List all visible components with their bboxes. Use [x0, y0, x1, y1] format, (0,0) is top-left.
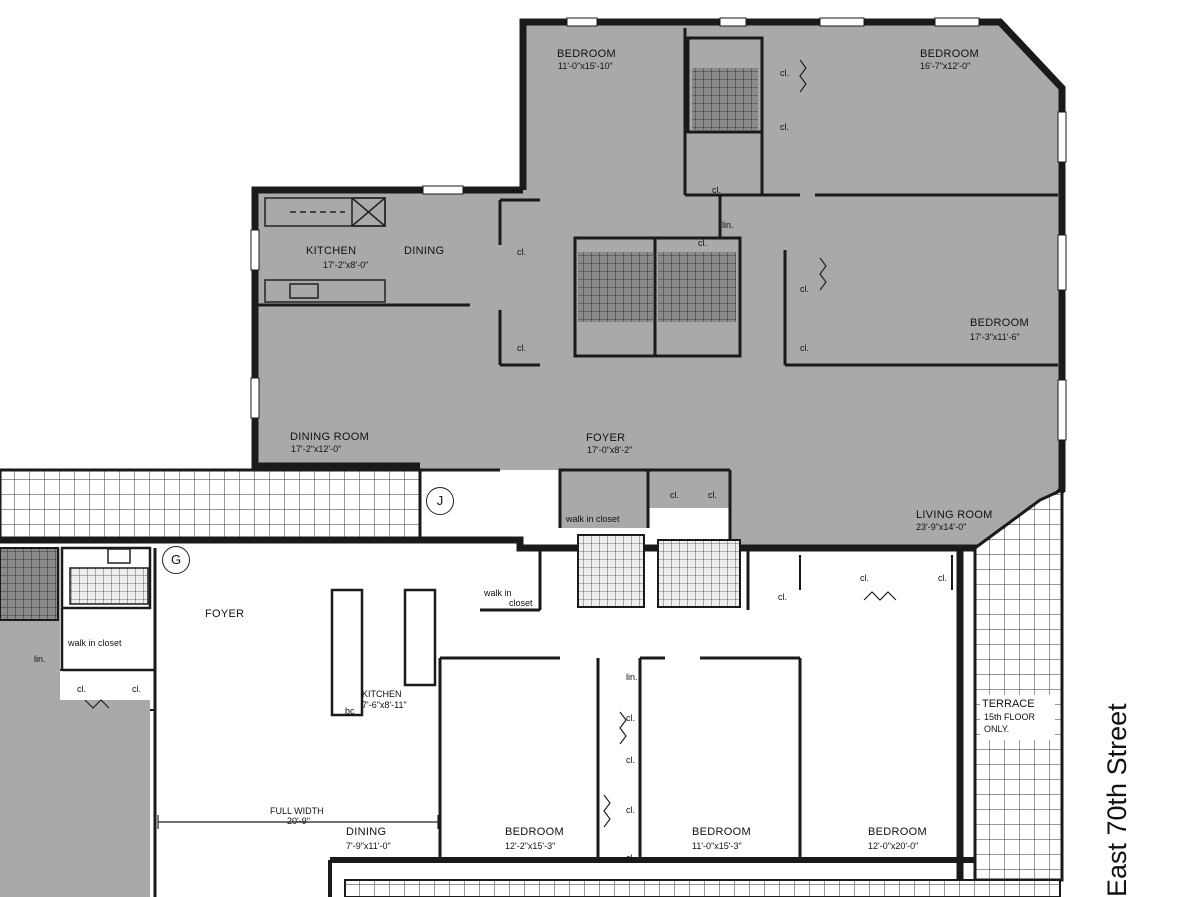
linen-label-lower-left: lin.: [34, 654, 46, 664]
marker-g: G: [162, 546, 190, 574]
room-name-bedroom-upper-3: BEDROOM: [970, 317, 1029, 329]
room-name-bedroom-lower-3: BEDROOM: [868, 826, 927, 838]
closet-label-upper: cl.: [780, 68, 789, 78]
room-name-bedroom-upper-2: BEDROOM: [920, 48, 979, 60]
closet-label-upper: cl.: [517, 247, 526, 257]
linen-label-upper: lin.: [722, 220, 734, 230]
walk-in-closet-lower-b-line1: walk in: [484, 588, 512, 598]
street-label: East 70th Street: [1102, 703, 1132, 897]
marker-j: J: [426, 487, 454, 515]
terrace-label-line2: 15th FLOOR: [984, 712, 1036, 722]
closet-label-upper: cl.: [698, 238, 707, 248]
closet-label-upper: cl.: [517, 343, 526, 353]
room-dims-dining-lower: 7'-9"x11'-0": [346, 841, 391, 851]
room-name-foyer-upper: FOYER: [586, 432, 626, 444]
closet-label-lower: cl.: [132, 684, 141, 694]
room-name-living-room-upper: LIVING ROOM: [916, 509, 993, 521]
room-name-kitchen-lower: KITCHEN: [362, 689, 402, 699]
full-width-label-line1: FULL WIDTH: [270, 806, 324, 816]
bottom-terrace-tile: [344, 879, 1061, 897]
terrace-label-line1: TERRACE: [982, 698, 1035, 710]
closet-label-upper: cl.: [712, 185, 721, 195]
closet-label-upper: cl.: [780, 122, 789, 132]
closet-label-lower: cl.: [626, 853, 635, 863]
closet-label-upper: cl.: [800, 343, 809, 353]
room-dims-living-room-upper: 23'-9"x14'-0": [916, 522, 967, 532]
room-name-dining-lower: DINING: [346, 826, 387, 838]
room-name-kitchen-upper: KITCHEN: [306, 245, 357, 257]
linen-label-lower: lin.: [626, 672, 638, 682]
closet-label-lower: cl.: [860, 573, 869, 583]
closet-label-upper: cl.: [800, 284, 809, 294]
room-name-foyer-lower: FOYER: [205, 608, 245, 620]
room-dims-bedroom-lower-1: 12'-2"x15'-3": [505, 841, 556, 851]
walk-in-closet-upper: walk in closet: [566, 514, 620, 524]
closet-label-lower: cl.: [626, 713, 635, 723]
closet-label-upper: cl.: [670, 490, 679, 500]
upper-terrace-tile: [0, 468, 422, 542]
right-terrace-tile: [973, 487, 1064, 882]
terrace-label-line3: ONLY.: [984, 724, 1010, 734]
closet-label-bc-lower: bc: [345, 706, 355, 716]
closet-label-lower: cl.: [77, 684, 86, 694]
room-dims-bedroom-lower-3: 12'-0"x20'-0": [868, 841, 919, 851]
room-name-bedroom-upper-1: BEDROOM: [557, 48, 616, 60]
full-width-label-line2: 20'-9": [287, 816, 310, 826]
lower-unit-walls: [0, 536, 975, 897]
walk-in-closet-lower-a: walk in closet: [68, 638, 122, 648]
room-dims-bedroom-upper-3: 17'-3"x11'-6": [970, 332, 1020, 342]
closet-label-lower: cl.: [626, 755, 635, 765]
full-width-dimension-line: [157, 815, 439, 829]
closet-label-upper: cl.: [708, 490, 717, 500]
room-dims-bedroom-upper-1: 11'-0"x15'-10": [558, 61, 613, 71]
room-dims-bedroom-upper-2: 16'-7"x12'-0": [920, 61, 971, 71]
closet-label-lower: cl.: [938, 573, 947, 583]
closet-label-lower: cl.: [778, 592, 787, 602]
room-dims-kitchen-lower: 7'-6"x8'-11": [362, 700, 407, 710]
room-name-kitchen-dining-upper: DINING: [404, 245, 445, 257]
room-name-dining-room-upper: DINING ROOM: [290, 431, 370, 443]
closet-label-lower: cl.: [626, 805, 635, 815]
room-dims-kitchen-upper: 17'-2"x8'-0": [323, 260, 369, 270]
walk-in-closet-lower-b-line2: closet: [509, 598, 533, 608]
room-dims-foyer-upper: 17'-0"x8'-2": [587, 445, 633, 455]
room-name-bedroom-lower-1: BEDROOM: [505, 826, 564, 838]
room-dims-bedroom-lower-2: 11'-0"x15'-3": [692, 841, 742, 851]
room-dims-dining-room-upper: 17'-2"x12'-0": [291, 444, 342, 454]
room-name-bedroom-lower-2: BEDROOM: [692, 826, 751, 838]
